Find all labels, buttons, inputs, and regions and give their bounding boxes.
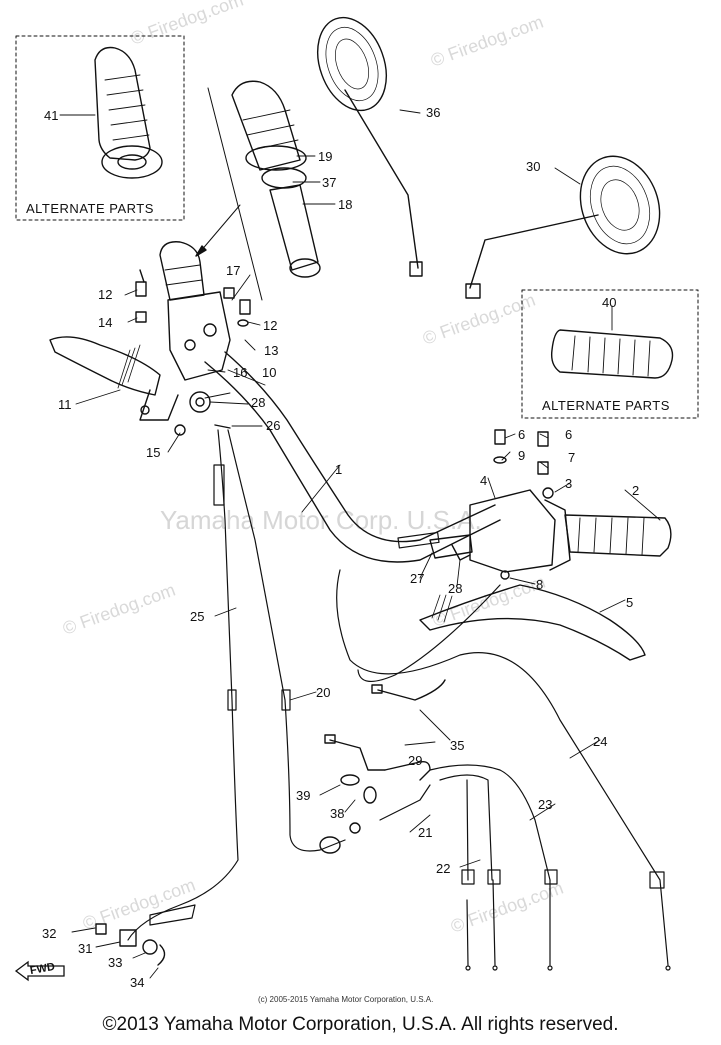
callout-40: 40 (602, 295, 617, 310)
callout-26: 26 (266, 418, 281, 433)
callout-13: 13 (264, 343, 279, 358)
callout-19: 19 (318, 149, 333, 164)
handlebar-1 (204, 351, 501, 563)
callout-15: 15 (146, 445, 161, 460)
callout-16: 16 (233, 365, 248, 380)
callout-28b: 28 (448, 581, 463, 596)
callout-27: 27 (410, 571, 425, 586)
callout-22: 22 (436, 861, 451, 876)
callout-23: 23 (538, 797, 553, 812)
alternate-parts-label-right: ALTERNATE PARTS (542, 398, 670, 413)
callout-33: 33 (108, 955, 123, 970)
callout-17: 17 (226, 263, 241, 278)
callout-8: 8 (536, 577, 544, 592)
fine-print: (c) 2005-2015 Yamaha Motor Corporation, … (258, 995, 434, 1004)
callout-21: 21 (418, 825, 433, 840)
callout-3: 3 (565, 476, 573, 491)
callout-5: 5 (626, 595, 634, 610)
left-lever-assembly (49, 241, 251, 436)
watermark-company: Yamaha Motor Corp. U.S.A. (160, 505, 482, 535)
mirror-30 (465, 155, 661, 299)
alternate-parts-box-left (15, 35, 185, 221)
callout-12b: 12 (263, 318, 278, 333)
callout-37: 37 (322, 175, 337, 190)
small-hardware (95, 679, 446, 966)
callout-20: 20 (316, 685, 331, 700)
callout-38: 38 (330, 806, 345, 821)
copyright-notice: ©2013 Yamaha Motor Corporation, U.S.A. A… (102, 1014, 619, 1035)
mirror-36 (317, 16, 423, 277)
callout-2: 2 (632, 483, 640, 498)
callout-1: 1 (335, 462, 343, 477)
callout-30: 30 (526, 159, 541, 174)
alternate-parts-box-right (521, 289, 699, 419)
fwd-arrow-icon (14, 960, 65, 982)
callout-6a: 6 (518, 427, 526, 442)
leader-lines (59, 109, 661, 979)
callout-34: 34 (130, 975, 145, 990)
callout-25: 25 (190, 609, 205, 624)
callout-10: 10 (262, 365, 277, 380)
callout-24: 24 (593, 734, 608, 749)
callout-32: 32 (42, 926, 57, 941)
callout-6b: 6 (565, 427, 573, 442)
callout-41: 41 (44, 108, 59, 123)
grip-assembly-18 (231, 80, 321, 278)
callout-36: 36 (426, 105, 441, 120)
callout-35: 35 (450, 738, 465, 753)
grip-40 (550, 329, 674, 379)
callout-39: 39 (296, 788, 311, 803)
callout-14: 14 (98, 315, 113, 330)
callout-18: 18 (338, 197, 353, 212)
cables (127, 429, 671, 971)
grip-41 (94, 46, 163, 179)
callout-7: 7 (568, 450, 576, 465)
callout-11: 11 (58, 397, 72, 412)
alternate-parts-label-left: ALTERNATE PARTS (26, 201, 154, 216)
callout-12a: 12 (98, 287, 113, 302)
callout-28a: 28 (251, 395, 266, 410)
callout-31: 31 (78, 941, 93, 956)
right-throttle-assembly (419, 429, 672, 661)
callout-4: 4 (480, 473, 488, 488)
callout-9: 9 (518, 448, 526, 463)
callout-29: 29 (408, 753, 423, 768)
